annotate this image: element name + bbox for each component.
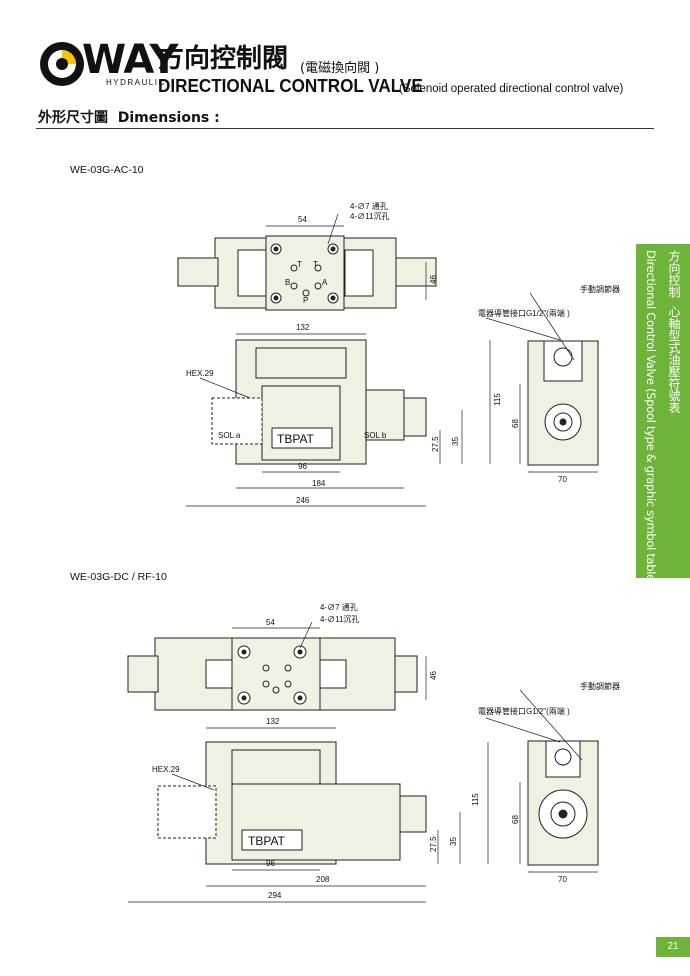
model-label-1: WE-03G-AC-10 bbox=[70, 164, 144, 176]
model-label-2: WE-03G-DC / RF-10 bbox=[70, 571, 167, 583]
title-en-sub: (Solenoid operated directional control v… bbox=[399, 83, 624, 95]
section-rule bbox=[36, 128, 654, 129]
hex: HEX.29 bbox=[186, 369, 214, 378]
dim-132-2: 132 bbox=[266, 717, 280, 726]
dim-54: 54 bbox=[298, 215, 307, 224]
dim-132: 132 bbox=[296, 323, 310, 332]
drawing-2: 54 4-∅7 通孔 4-∅11沉孔 46 手動調節器 電器導管接口G1/2"(… bbox=[127, 602, 620, 903]
dim-27-5-2: 27.5 bbox=[429, 836, 438, 852]
holes-through: 4-∅7 通孔 bbox=[350, 201, 388, 211]
title-cn: 方向控制閥 bbox=[158, 44, 289, 74]
ports-label-2: TBPAT bbox=[248, 834, 286, 848]
dim-46: 46 bbox=[429, 275, 438, 284]
port-t1: T bbox=[297, 260, 302, 269]
dim-68: 68 bbox=[511, 419, 520, 428]
dim-70-2: 70 bbox=[558, 875, 567, 884]
title-cn-sub: (電磁換向閥 ) bbox=[300, 61, 380, 76]
conduit-2: 電器導管接口G1/2"(兩端 ) bbox=[478, 706, 570, 716]
holes-counterbore: 4-∅11沉孔 bbox=[350, 212, 389, 221]
dim-96-2: 96 bbox=[266, 859, 275, 868]
top-view-coil-right bbox=[395, 257, 437, 287]
holes-counterbore-2: 4-∅11沉孔 bbox=[320, 615, 359, 624]
dim-35: 35 bbox=[451, 437, 460, 446]
manual-override-2: 手動調節器 bbox=[580, 681, 620, 691]
side-tab: 方向控制 心軸型式油壓符號表 Directional Control Valve… bbox=[636, 244, 690, 585]
manual-override: 手動調節器 bbox=[580, 284, 620, 294]
dim-27-5: 27.5 bbox=[431, 436, 440, 452]
hex-2: HEX.29 bbox=[152, 765, 180, 774]
top-view-coil-right-2 bbox=[394, 655, 418, 693]
dim-246: 246 bbox=[296, 496, 310, 505]
dim-70: 70 bbox=[558, 475, 567, 484]
dim-54-2: 54 bbox=[266, 618, 275, 627]
top-view-coil-left bbox=[177, 257, 219, 287]
conduit: 電器導管接口G1/2"(兩端 ) bbox=[478, 308, 570, 318]
section-title: 外形尺寸圖 Dimensions : bbox=[38, 110, 220, 126]
dim-35-2: 35 bbox=[449, 837, 458, 846]
dim-115-2: 115 bbox=[471, 793, 480, 806]
brand-name: WAY bbox=[82, 37, 178, 83]
sol-b: SOL b bbox=[364, 431, 387, 440]
side-tab-cn: 方向控制 心軸型式油壓符號表 bbox=[667, 250, 681, 414]
logo-mark-icon bbox=[40, 42, 84, 86]
brand-logo: WAY HYDRAULIC bbox=[38, 38, 178, 90]
dim-96: 96 bbox=[298, 462, 307, 471]
port-a: A bbox=[322, 278, 328, 287]
sol-a: SOL a bbox=[218, 431, 241, 440]
dim-208: 208 bbox=[316, 875, 330, 884]
top-view-coil-left-2 bbox=[127, 655, 159, 693]
dim-184: 184 bbox=[312, 479, 326, 488]
page-number: 21 bbox=[656, 937, 690, 957]
port-p: P bbox=[303, 296, 308, 305]
dim-46-2: 46 bbox=[429, 671, 438, 680]
brand-sub: HYDRAULIC bbox=[106, 78, 166, 87]
dim-68-2: 68 bbox=[511, 815, 520, 824]
dim-115: 115 bbox=[493, 393, 502, 406]
drawing-1: T T B A P 54 4-∅7 通孔 4-∅11沉孔 46 手動調節器 電器… bbox=[177, 201, 620, 507]
holes-through-2: 4-∅7 通孔 bbox=[320, 602, 358, 612]
title-en: DIRECTIONAL CONTROL VALVE bbox=[158, 76, 423, 96]
side-tab-en: Directional Control Valve (Spool type & … bbox=[644, 250, 658, 586]
port-b: B bbox=[285, 278, 290, 287]
dim-294: 294 bbox=[268, 891, 282, 900]
port-t2: T bbox=[313, 260, 318, 269]
ports-label: TBPAT bbox=[277, 432, 315, 446]
